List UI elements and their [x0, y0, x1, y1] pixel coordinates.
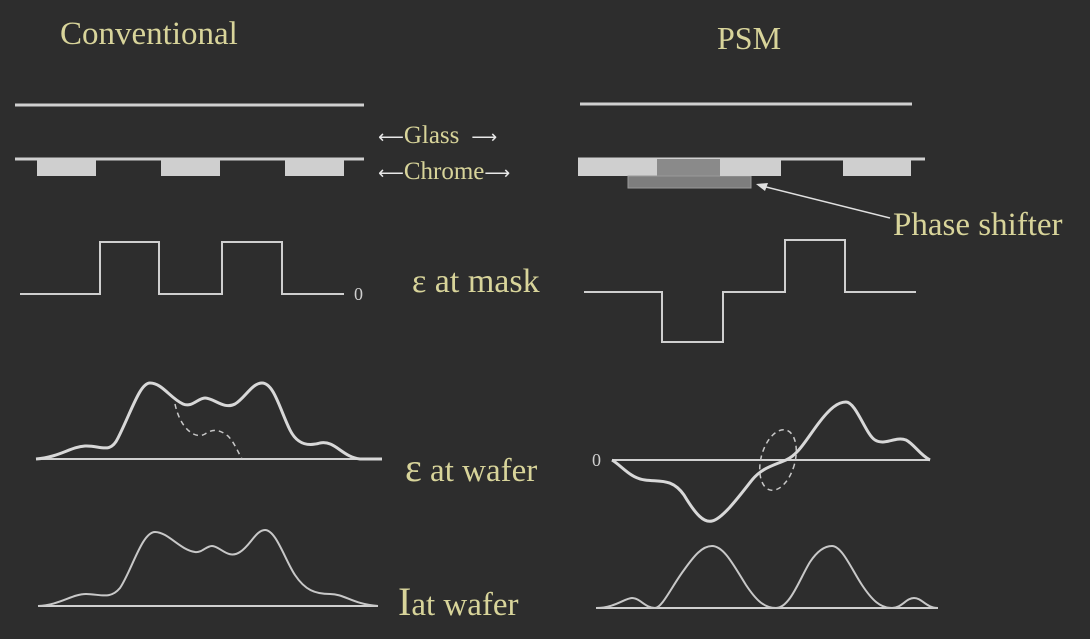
intensity-symbol: I [398, 579, 412, 624]
phase-shifter-label: Phase shifter [893, 207, 1063, 243]
right-arrow-icon: ⟶ [484, 163, 511, 184]
right-arrow-icon: ⟶ [465, 127, 498, 148]
at-wafer-text: at wafer [421, 453, 538, 489]
chrome-block [161, 159, 220, 176]
i-wafer-curve-conventional [37, 528, 379, 607]
epsilon-symbol: ε [405, 445, 422, 490]
chrome-block [843, 159, 911, 176]
zero-label-right-wafer: 0 [592, 450, 601, 470]
phase-shifter-pointer-line [761, 185, 891, 219]
zero-label-left-mask: 0 [354, 284, 363, 304]
title-psm: PSM [717, 20, 782, 56]
chrome-label-group: ⟵Chrome⟶ [378, 158, 510, 186]
chrome-label: Chrome [403, 158, 485, 185]
e-wafer-curve-conventional [35, 381, 382, 461]
chrome-block [285, 159, 344, 176]
e-wafer-dashed-overlap [174, 403, 243, 460]
title-conventional: Conventional [60, 16, 238, 52]
i-wafer-curve-psm [595, 544, 939, 610]
e-at-mask-label: ε at mask [412, 263, 540, 300]
left-arrow-icon: ⟵ [378, 163, 404, 184]
e-mask-conventional [20, 241, 344, 295]
chrome-block [37, 159, 96, 176]
e-at-wafer-label: ε at wafer [405, 444, 537, 491]
chrome-block [578, 159, 657, 176]
e-mask-psm [584, 239, 916, 343]
i-at-wafer-label: Iat wafer [398, 578, 519, 625]
glass-label-group: ⟵Glass ⟶ [378, 122, 497, 150]
chrome-block [720, 159, 781, 176]
left-arrow-icon: ⟵ [378, 127, 404, 148]
phase-shifter-block [657, 159, 720, 176]
e-wafer-curve-psm [611, 400, 931, 523]
e-wafer-dashed-circle [758, 428, 798, 492]
phase-shifter-block [627, 175, 752, 189]
phase-shifter-arrowhead-icon [756, 183, 768, 191]
at-wafer-text: at wafer [411, 587, 519, 623]
glass-label: Glass [403, 122, 460, 149]
